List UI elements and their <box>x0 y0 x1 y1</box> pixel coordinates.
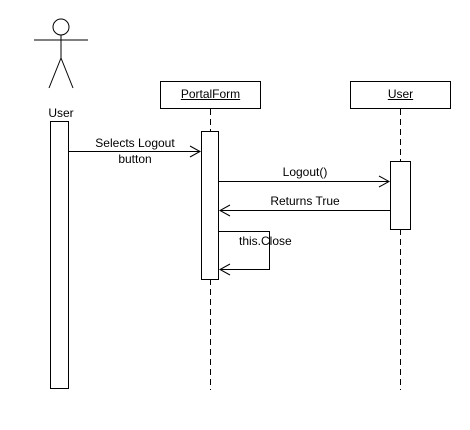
message-label-selects-logout-line2: button <box>118 152 152 166</box>
message-arrow-returns-true <box>218 204 390 217</box>
message-label-this-close: this.Close <box>239 234 292 248</box>
message-label-logout: Logout() <box>282 165 328 179</box>
message-arrow-this-close <box>218 231 270 276</box>
actor-stick-figure-icon <box>34 18 88 89</box>
message-label-selects-logout: Selects Logout <box>95 136 175 150</box>
message-label-returns-true: Returns True <box>270 194 340 208</box>
object-name-portalform: PortalForm <box>180 87 241 101</box>
message-arrow-selects-logout <box>69 145 202 158</box>
user-activation-bar <box>390 161 411 230</box>
portalform-header-box <box>160 81 261 109</box>
user-header-box <box>350 81 451 109</box>
portalform-activation-bar <box>201 131 219 280</box>
actor-activation-bar <box>50 121 69 389</box>
actor-name: User <box>48 106 74 120</box>
object-name-user: User <box>387 87 414 101</box>
message-arrow-logout <box>219 175 391 188</box>
